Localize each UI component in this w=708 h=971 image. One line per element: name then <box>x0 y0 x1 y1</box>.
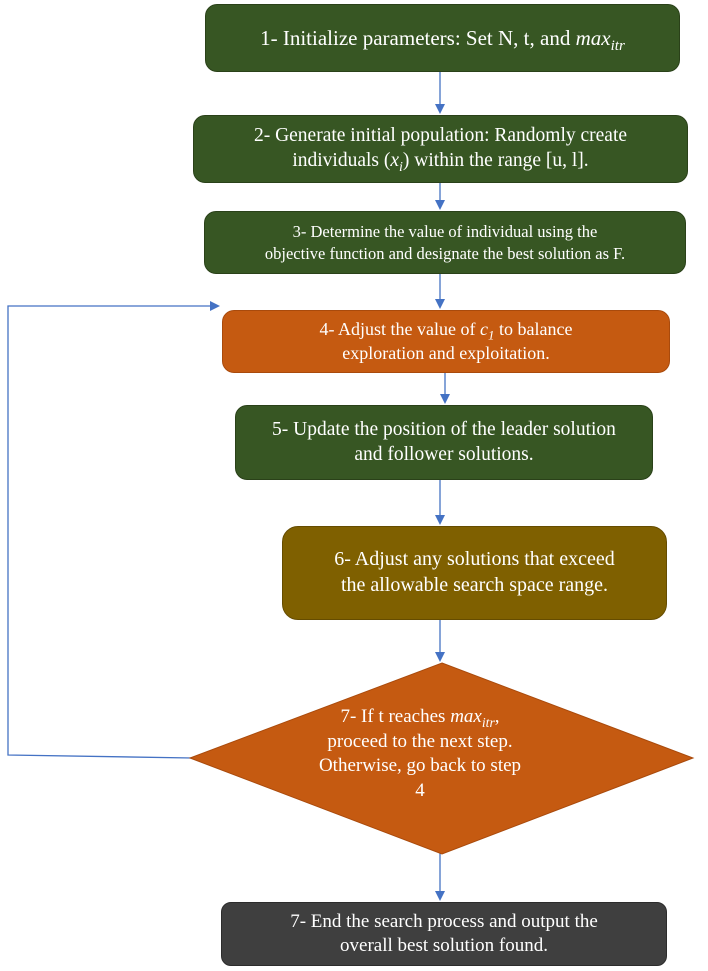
step-2-line-1: 2- Generate initial population: Randomly… <box>253 125 628 147</box>
decision-diamond <box>188 662 695 855</box>
step-7-line-4: 4 <box>415 780 425 802</box>
step-2-line-2-start: individuals ( <box>292 150 391 171</box>
step-2-line-2-end: ) within the range [u, l]. <box>402 150 589 171</box>
i-subscript: i <box>399 158 403 175</box>
step-4-text: 4- Adjust the value of c1 to balance exp… <box>320 318 573 364</box>
end-step-text: 7- End the search process and output the… <box>290 910 598 959</box>
itr-subscript: itr <box>610 37 625 54</box>
step-4-box: 4- Adjust the value of c1 to balance exp… <box>222 310 670 373</box>
step-4-line-2: exploration and exploitation. <box>342 342 550 363</box>
step-4-line-1-end: to balance <box>494 319 573 340</box>
step-5-text: 5- Update the position of the leader sol… <box>272 418 616 468</box>
max-symbol: max <box>575 25 611 50</box>
step-6-line-2: the allowable search space range. <box>340 574 609 596</box>
end-step-box: 7- End the search process and output the… <box>221 902 667 966</box>
step-6-box: 6- Adjust any solutions that exceed the … <box>282 526 667 620</box>
step-7-math: maxitr <box>450 706 495 730</box>
step-4-line-1-start: 4- Adjust the value of <box>319 319 481 340</box>
step-1-box: 1- Initialize parameters: Set N, t, and … <box>205 4 680 72</box>
step-7-line-2: proceed to the next step. <box>327 730 513 752</box>
step-1-label: 1- Initialize parameters: Set N, t, and <box>260 25 576 50</box>
step-7-decision-text: 7- If t reaches maxitr, proceed to the n… <box>300 705 540 804</box>
step-2-math: xi <box>390 150 403 174</box>
max-symbol-decision: max <box>450 706 482 727</box>
step-2-box: 2- Generate initial population: Randomly… <box>193 115 688 183</box>
step-2-text: 2- Generate initial population: Randomly… <box>254 124 627 174</box>
step-1-text: 1- Initialize parameters: Set N, t, and … <box>260 25 625 54</box>
step-3-line-2: objective function and designate the bes… <box>264 243 626 263</box>
step-3-line-1: 3- Determine the value of individual usi… <box>292 222 598 242</box>
feedback-loop-line <box>7 301 220 759</box>
c-symbol: c <box>480 319 489 340</box>
step-7-line-1-end: , <box>494 706 500 727</box>
step-1-math: maxitr <box>575 25 625 54</box>
one-subscript: 1 <box>488 328 495 344</box>
step-7-line-3: Otherwise, go back to step <box>318 755 522 777</box>
step-4-math: c1 <box>480 319 494 342</box>
itr-subscript-decision: itr <box>481 714 495 730</box>
step-5-box: 5- Update the position of the leader sol… <box>235 405 653 480</box>
step-5-line-1: 5- Update the position of the leader sol… <box>272 418 616 440</box>
end-step-line-2: overall best solution found. <box>340 935 548 956</box>
step-6-line-1: 6- Adjust any solutions that exceed <box>334 548 615 571</box>
step-7-line-1-start: 7- If t reaches <box>340 706 451 727</box>
step-5-line-2: and follower solutions. <box>354 443 534 465</box>
x-symbol: x <box>390 150 400 171</box>
step-3-box: 3- Determine the value of individual usi… <box>204 211 686 274</box>
step-6-text: 6- Adjust any solutions that exceed the … <box>334 547 615 598</box>
end-step-line-1: 7- End the search process and output the <box>290 910 598 932</box>
step-3-text: 3- Determine the value of individual usi… <box>265 221 625 263</box>
